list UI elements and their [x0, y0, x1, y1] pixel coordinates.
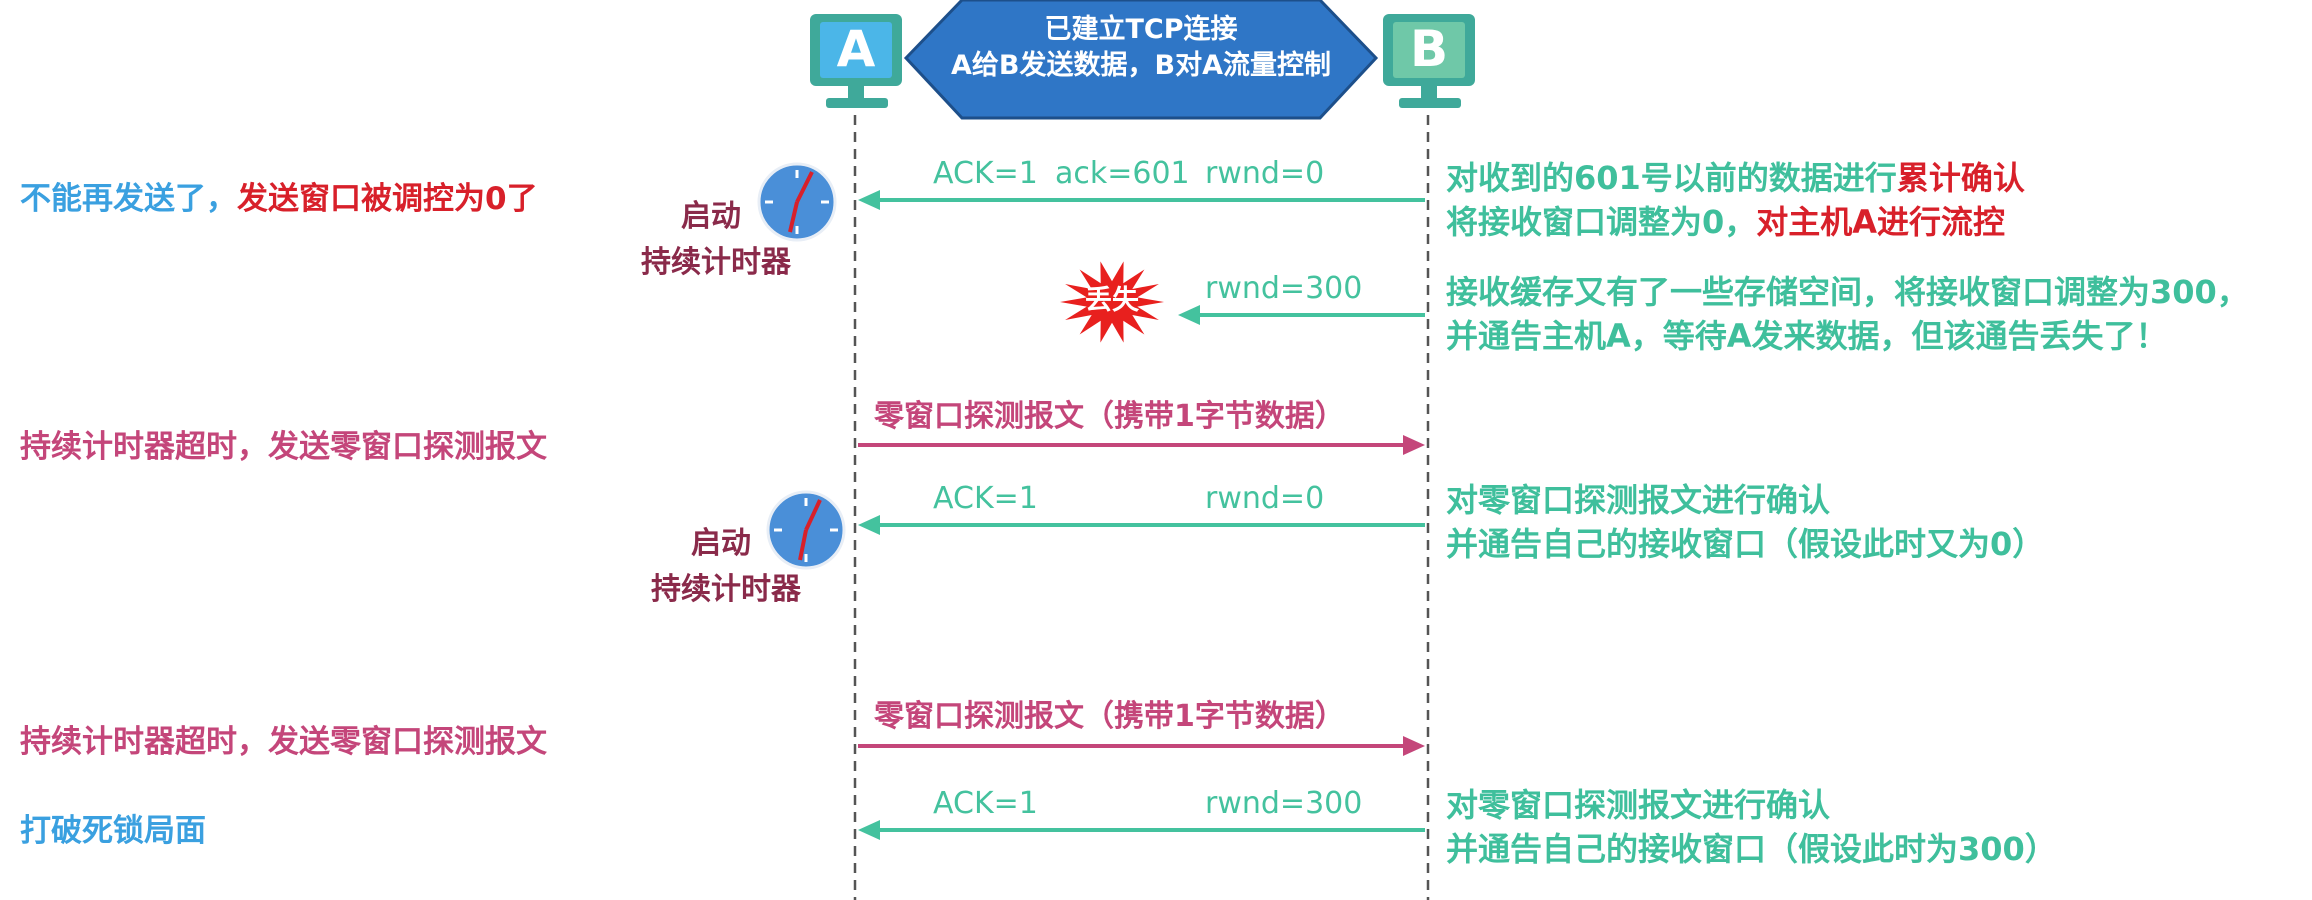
message-3-arrowhead	[1403, 435, 1425, 455]
host-b-computer-icon	[1383, 14, 1475, 108]
message-1-arrowhead	[858, 190, 880, 210]
right-note-1b-red: 对主机A进行流控	[1756, 203, 2006, 241]
left-note-4: 打破死锁局面	[20, 813, 206, 849]
banner-line-1: 已建立TCP连接	[1044, 14, 1238, 45]
left-note-1-red: 发送窗口被调控为0了	[237, 181, 538, 217]
timer-1-clock-icon	[757, 162, 837, 242]
message-6-ack-label: ACK=1	[933, 786, 1038, 821]
message-3-label: 零窗口探测报文（携带1字节数据）	[874, 399, 1345, 434]
right-note-1a: 对收到的601号以前的数据进行累计确认	[1446, 158, 2025, 198]
message-2-rwnd-label: rwnd=300	[1205, 271, 1363, 306]
timer-2-line-2: 持续计时器	[651, 572, 801, 607]
right-note-1a-green: 对收到的601号以前的数据进行	[1446, 159, 1897, 197]
right-note-4a: 对零窗口探测报文进行确认	[1446, 786, 1831, 824]
right-note-2b: 并通告主机A，等待A发来数据，但该通告丢失了！	[1446, 317, 2168, 355]
message-1-ackno-label: ack=601	[1055, 156, 1190, 191]
message-1-ack-label: ACK=1	[933, 156, 1038, 191]
host-b-label: B	[1409, 20, 1449, 78]
right-note-1b: 将接收窗口调整为0，对主机A进行流控	[1446, 202, 2005, 242]
left-note-1-blue: 不能再发送了，	[20, 181, 237, 217]
message-2-arrowhead	[1178, 305, 1200, 325]
right-note-4b: 并通告自己的接收窗口（假设此时为300）	[1446, 830, 2057, 868]
message-4-rwnd-label: rwnd=0	[1205, 481, 1325, 516]
right-note-1b-green: 将接收窗口调整为0，	[1446, 203, 1757, 241]
banner-line-2: A给B发送数据，B对A流量控制	[951, 50, 1331, 81]
timer-2-clock-icon	[766, 490, 846, 570]
message-1-rwnd-label: rwnd=0	[1205, 156, 1325, 191]
host-a-label: A	[836, 20, 876, 78]
message-4-arrowhead	[858, 515, 880, 535]
left-note-2: 持续计时器超时，发送零窗口探测报文	[20, 429, 547, 465]
timer-2-line-1: 启动	[691, 526, 751, 561]
left-note-3: 持续计时器超时，发送零窗口探测报文	[20, 724, 547, 760]
timer-1-line-2: 持续计时器	[641, 245, 791, 280]
message-5-arrowhead	[1403, 736, 1425, 756]
message-6-rwnd-label: rwnd=300	[1205, 786, 1363, 821]
message-5-label: 零窗口探测报文（携带1字节数据）	[874, 699, 1345, 734]
right-note-2a: 接收缓存又有了一些存储空间，将接收窗口调整为300，	[1446, 273, 2249, 311]
left-note-1: 不能再发送了，发送窗口被调控为0了	[20, 180, 538, 219]
lost-starburst-icon	[1060, 261, 1164, 343]
lost-label: 丢失	[1085, 285, 1139, 316]
host-a-computer-icon	[810, 14, 902, 108]
message-6-arrowhead	[858, 820, 880, 840]
message-4-ack-label: ACK=1	[933, 481, 1038, 516]
right-note-1a-red: 累计确认	[1896, 159, 2025, 197]
right-note-3b: 并通告自己的接收窗口（假设此时又为0）	[1446, 525, 2045, 563]
tcp-connection-banner	[903, 0, 1379, 120]
timer-1-line-1: 启动	[681, 199, 741, 234]
right-note-3a: 对零窗口探测报文进行确认	[1446, 481, 1831, 519]
